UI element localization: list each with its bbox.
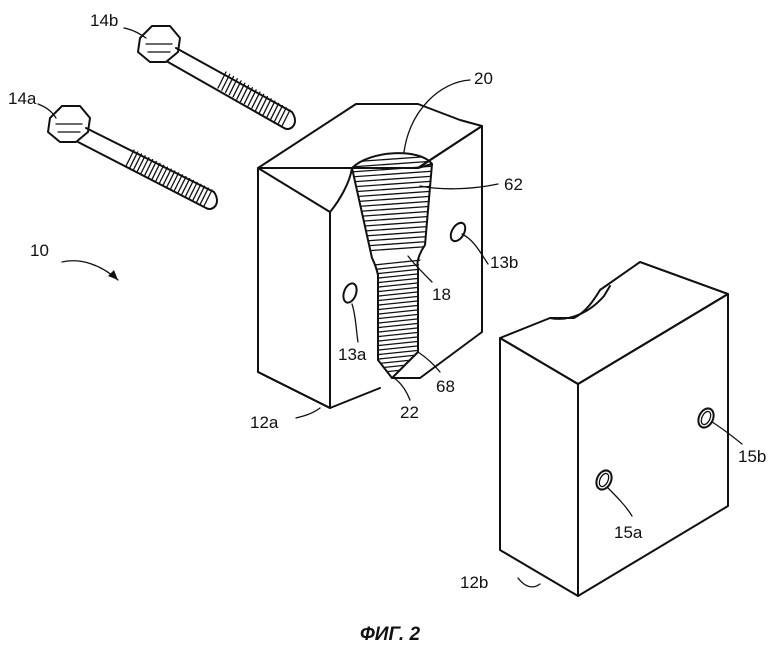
leader-13b (461, 233, 489, 265)
label-12b: 12b (460, 573, 488, 592)
block-12a (257, 103, 483, 409)
leader-20 (403, 79, 471, 153)
label-22: 22 (400, 403, 419, 422)
label-13b: 13b (490, 253, 518, 272)
leader-12a (295, 407, 321, 419)
label-10: 10 (30, 241, 49, 260)
leader-lines (37, 27, 743, 588)
bolt-14b (137, 25, 296, 130)
label-14a: 14a (8, 89, 37, 108)
leader-14a (37, 103, 57, 119)
bolt-14b-head (137, 25, 181, 63)
block-12a-bottom (257, 371, 421, 409)
figure-caption: ФИГ. 2 (360, 624, 421, 645)
label-15a: 15a (614, 523, 643, 542)
bolt-14b-thread (217, 71, 291, 127)
label-12a: 12a (250, 413, 279, 432)
hole-13a (342, 282, 358, 304)
leader-12b (517, 577, 541, 588)
hole-13b (449, 221, 467, 243)
bolt-14a (47, 105, 218, 210)
label-62: 62 (504, 175, 523, 194)
block-12a-right-face (417, 125, 483, 379)
block-12b (499, 261, 729, 597)
hole-15b (697, 407, 715, 429)
leader-14b (123, 27, 147, 39)
bolt-14a-thread (125, 149, 213, 207)
block-12b-cutout (549, 285, 611, 320)
arrow-10 (61, 260, 119, 281)
leader-22 (393, 377, 411, 401)
label-14b: 14b (90, 11, 118, 30)
leader-13a (351, 303, 359, 343)
block-12b-top-face (499, 261, 729, 385)
block-12b-right-face (577, 293, 729, 597)
label-15b: 15b (738, 447, 766, 466)
leader-15b (711, 421, 743, 445)
leader-15a (607, 487, 633, 517)
label-13a: 13a (338, 345, 367, 364)
block-12b-front-face (499, 337, 579, 597)
hole-15a (595, 469, 613, 491)
leader-62 (419, 183, 499, 190)
label-18: 18 (432, 285, 451, 304)
leader-18 (407, 255, 433, 283)
label-20: 20 (474, 69, 493, 88)
bolt-14a-head (47, 105, 91, 143)
labels: 10 14b 14a 20 62 18 13b 13a 68 22 12a 12… (8, 11, 766, 645)
block-12a-front-face (257, 167, 331, 409)
bore-thread-lines (352, 155, 432, 374)
label-68: 68 (436, 377, 455, 396)
bolt-14b-shank (167, 47, 296, 130)
leader-68 (417, 351, 441, 373)
